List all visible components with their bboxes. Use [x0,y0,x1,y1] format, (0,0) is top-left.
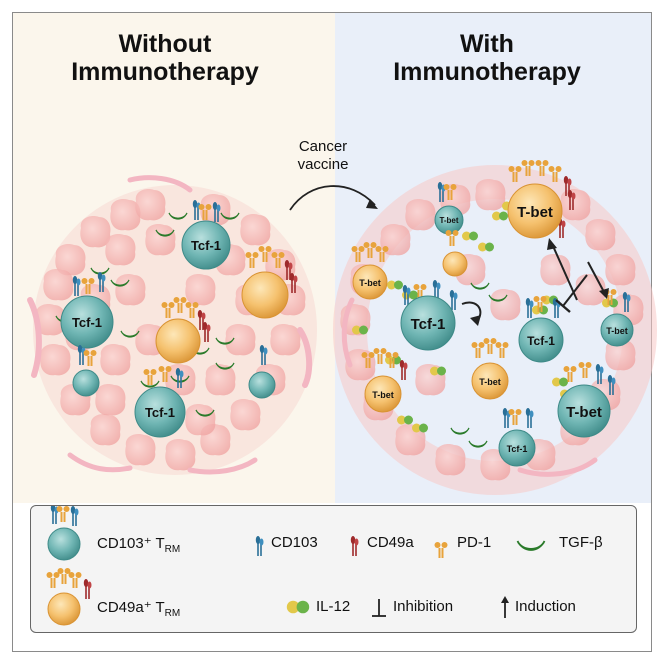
tbet-label: T-bet [517,204,553,221]
tbet-label: T-bet [566,404,602,421]
left-tcf1-cell-top: Tcf-1 [181,199,231,270]
right-tcf1-cell-bottom: Tcf-1 [498,407,536,467]
right-tcf1-cell-center: Tcf-1 [518,295,564,363]
legend-inhibition-label: Inhibition [393,598,454,615]
tcf1-label: Tcf-1 [527,334,555,348]
left-title-line2: Immunotherapy [71,58,259,86]
legend-cd49a-trm-main: CD49a⁺ T [97,599,165,616]
tbet-label: T-bet [606,326,628,336]
legend-orange-cell-icon [45,567,93,626]
right-tbet-teal-cell-right: T-bet [600,288,634,347]
legend-pd1-label: PD-1 [457,534,492,551]
arrowhead-icon [599,288,609,299]
tcf1-label: Tcf-1 [191,238,221,253]
cancer-vaccine-line1: Cancer [298,138,348,155]
cancer-vaccine-line2: vaccine [297,156,349,173]
left-small-teal-cell-b [248,344,276,399]
legend-cd103-icon [255,535,265,557]
tbet-label: T-bet [372,390,394,400]
legend-cd103-trm-sub: RM [164,544,181,555]
cancer-vaccine-arrow [289,185,376,211]
legend-induction-label: Induction [515,598,576,615]
legend-teal-cell-icon [47,506,81,561]
right-title-line1: With [460,30,514,58]
arrowhead-icon [470,315,481,326]
inhibition-line [562,274,588,307]
legend-cd103-trm-main: CD103⁺ T [97,535,165,552]
right-tbet-teal-cell-large: T-bet [557,361,617,438]
left-panel-title: Without Immunotherapy [40,30,290,86]
arrowhead-icon [547,238,557,250]
right-small-orange-cell [442,229,468,277]
inhibition-bar-icon [555,299,571,313]
legend-pd1-icon [433,541,449,559]
legend-tgfb-icon [516,540,546,551]
legend: CD103⁺ TRM CD103 CD49a PD-1 TGF-β CD49a⁺… [30,505,637,633]
left-tcf1-cell-bottom: Tcf-1 [134,365,186,438]
left-title-line1: Without [118,30,212,58]
legend-inhibition-icon [372,599,386,617]
induction-arrow-down [587,261,605,293]
left-small-teal-cell-a [72,344,100,397]
tbet-label: T-bet [359,278,381,288]
legend-tgfb-label: TGF-β [559,534,603,551]
tcf1-label: Tcf-1 [411,316,446,333]
legend-induction-icon [501,596,509,618]
legend-cd49a-trm: CD49a⁺ TRM [97,598,180,619]
right-tcf1-cell-large: Tcf-1 [400,279,459,351]
right-tbet-orange-cell-left: T-bet [350,241,390,300]
right-tbet-orange-cell-middle: T-bet [470,337,510,400]
right-panel-title: With Immunotherapy [362,30,612,86]
legend-cd103-trm: CD103⁺ TRM [97,534,180,555]
left-orange-cell-right [241,245,299,319]
tcf1-label: Tcf-1 [145,405,175,420]
tcf1-label: Tcf-1 [72,315,102,330]
legend-cd49a-label: CD49a [367,534,414,551]
left-orange-cell-center [155,296,212,364]
right-tumor-ring [333,165,657,495]
legend-cd49a-icon [349,535,360,557]
legend-il12-icon [286,600,310,614]
cancer-vaccine-label: Cancer vaccine [268,138,378,174]
induction-arrow-up [552,245,578,301]
right-title-line2: Immunotherapy [393,58,581,86]
right-tbet-cell-large-top: T-bet [507,159,577,239]
right-tbet-orange-cell-bottom-left: T-bet [360,347,409,413]
left-tcf1-cell-middle: Tcf-1 [60,271,114,349]
tcf1-label: Tcf-1 [507,444,528,454]
tbet-label: T-bet [479,377,501,387]
tbet-label: T-bet [439,216,458,225]
legend-il12-label: IL-12 [316,598,351,615]
legend-cd103-label: CD103 [271,534,318,551]
arrowhead-icon [366,199,378,209]
legend-icons [45,506,546,626]
legend-cd49a-trm-sub: RM [164,608,181,619]
